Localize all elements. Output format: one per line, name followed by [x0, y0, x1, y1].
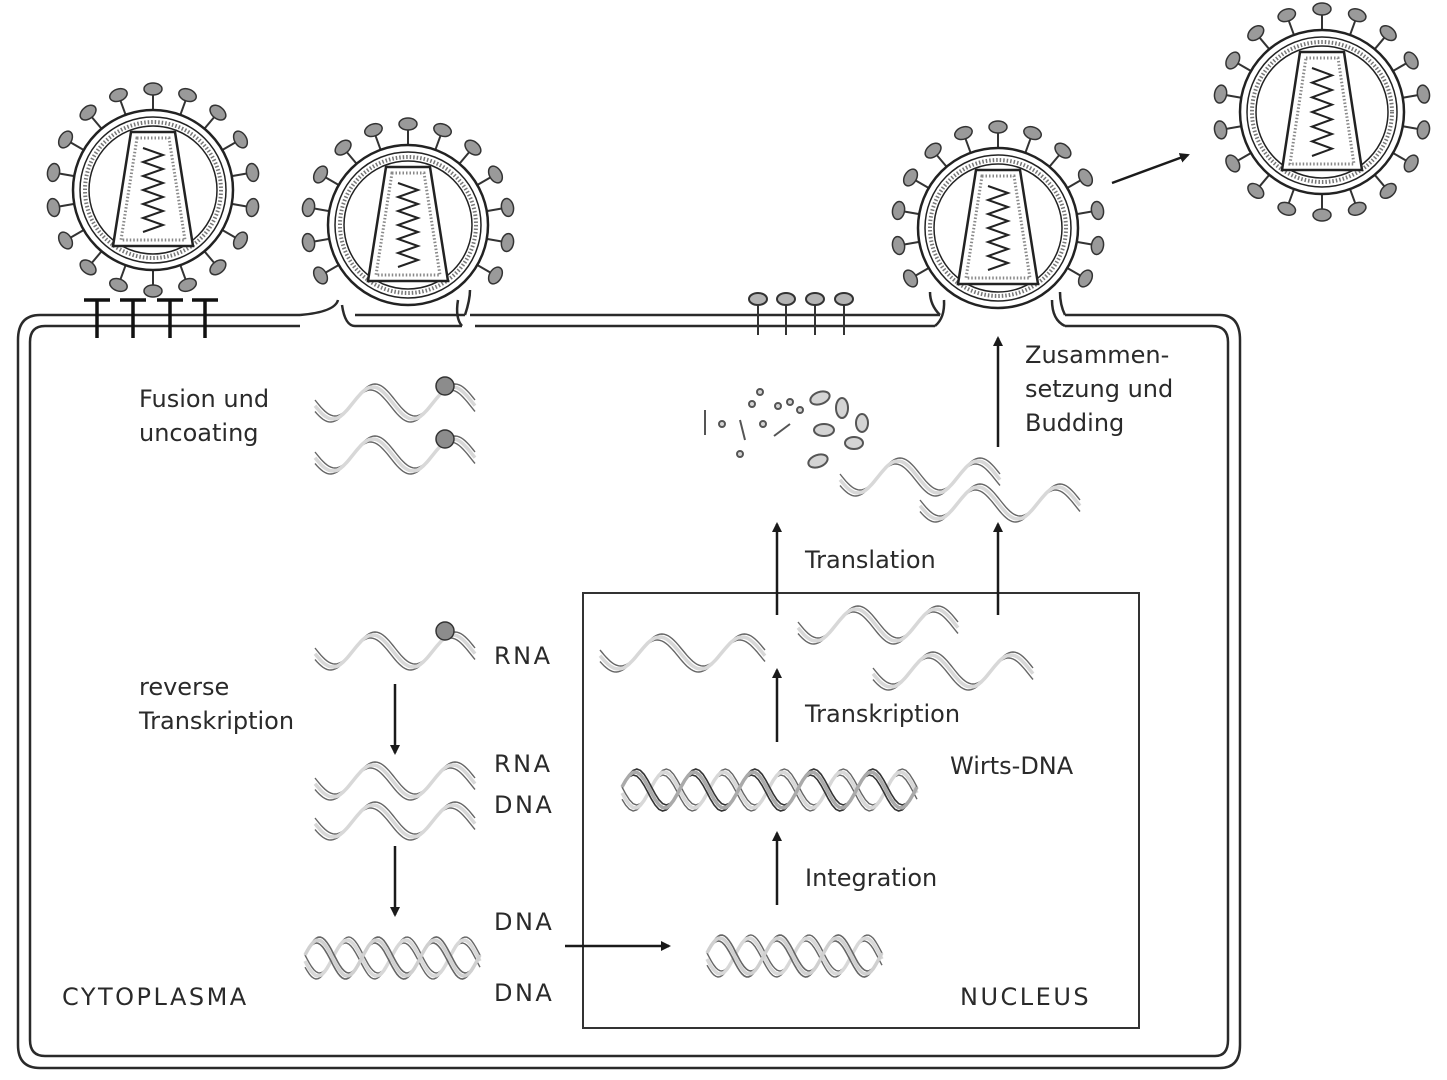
label-reverse-transcription: reverse Transkription	[139, 673, 295, 735]
virion-fusing	[301, 117, 515, 307]
label-dna-1: DNA	[494, 791, 555, 819]
arrow-release	[1111, 153, 1190, 185]
process-arrows	[390, 153, 1190, 951]
strand-dna-hybrid	[313, 801, 477, 841]
strand-rna-hybrid	[313, 761, 477, 801]
strand-mrna-nucleus-3	[871, 651, 1035, 691]
membrane-glycoproteins	[748, 292, 854, 335]
label-assembly-budding: Zusammen- setzung und Budding	[1025, 341, 1174, 437]
strand-rna-fusion-1	[313, 376, 477, 423]
strand-mrna-cytoplasm-1	[838, 457, 1002, 497]
virion-budding	[891, 120, 1105, 310]
cd4-receptors	[84, 298, 218, 338]
nucleus-boundary	[582, 592, 1140, 1029]
label-wirts-dna: Wirts-DNA	[950, 752, 1074, 780]
strand-rna-fusion-2	[313, 429, 477, 475]
strand-host-dna	[620, 768, 919, 812]
label-rna-2: RNA	[494, 750, 553, 778]
strand-mrna-nucleus-2	[796, 605, 960, 645]
label-translation: Translation	[805, 546, 936, 574]
label-dna-2: DNA	[494, 908, 555, 936]
cell-membrane	[16, 289, 1242, 1070]
strand-dsdna-nucleus	[705, 934, 884, 978]
label-rna-1: RNA	[494, 642, 553, 670]
virion-released	[1213, 2, 1431, 222]
label-transkription: Transkription	[805, 700, 961, 728]
strand-mrna-nucleus-1	[598, 633, 767, 673]
virion-attached	[46, 82, 260, 298]
strand-mrna-cytoplasm-2	[918, 483, 1082, 523]
label-cytoplasma: CYTOPLASMA	[62, 983, 249, 1011]
strand-dsdna-cytoplasm	[303, 936, 482, 980]
label-fusion-uncoating: Fusion und uncoating	[139, 385, 270, 447]
strand-rna-rt	[313, 621, 477, 671]
label-nucleus: NUCLEUS	[960, 983, 1092, 1011]
label-integration: Integration	[805, 864, 938, 892]
viral-protein-fragments	[704, 388, 869, 469]
label-dna-3: DNA	[494, 979, 555, 1007]
